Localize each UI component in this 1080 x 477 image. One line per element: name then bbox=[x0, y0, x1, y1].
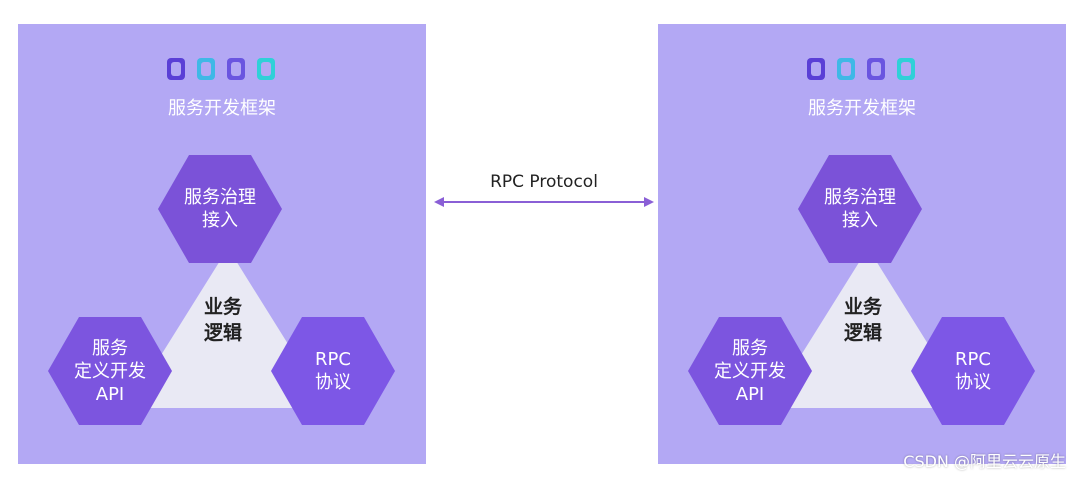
hex-service-api-line-1: 服务 bbox=[732, 337, 768, 359]
rpc-protocol-connector: RPC Protocol bbox=[434, 170, 654, 220]
business-logic-line-2: 逻辑 bbox=[203, 322, 242, 344]
framework-subtitle: 服务开发框架 bbox=[808, 98, 916, 119]
business-logic-label: 业务 逻辑 bbox=[168, 294, 278, 346]
rpc-protocol-label: RPC Protocol bbox=[490, 172, 598, 192]
hex-rpc-protocol: RPC 协议 bbox=[911, 317, 1035, 425]
hex-governance: 服务治理 接入 bbox=[158, 155, 282, 263]
hex-governance-line-1: 服务治理 bbox=[824, 187, 896, 208]
hex-rpc-protocol-line-1: RPC bbox=[955, 349, 991, 370]
hex-service-api-line-1: 服务 bbox=[92, 337, 128, 359]
hex-governance: 服务治理 接入 bbox=[798, 155, 922, 263]
hex-service-api: 服务 定义开发 API bbox=[688, 317, 812, 425]
hex-service-api-line-3: API bbox=[95, 383, 125, 405]
hex-governance-line-2: 接入 bbox=[202, 210, 238, 231]
hex-governance-line-1: 服务治理 bbox=[184, 187, 256, 208]
hex-service-api: 服务 定义开发 API bbox=[48, 317, 172, 425]
hex-rpc-protocol-line-2: 协议 bbox=[955, 372, 991, 393]
hex-service-api-line-2: 定义开发 bbox=[74, 360, 146, 382]
hex-rpc-protocol: RPC 协议 bbox=[271, 317, 395, 425]
business-logic-line-1: 业务 bbox=[843, 296, 882, 318]
business-logic-line-1: 业务 bbox=[203, 296, 242, 318]
double-headed-arrow-icon bbox=[434, 197, 654, 207]
hex-rpc-protocol-line-1: RPC bbox=[315, 349, 351, 370]
service-panel-right: 服务开发框架 业务 逻辑 服务治理 接入 服务 定义开发 API RPC 协议 bbox=[658, 24, 1066, 464]
service-panel-left: 服务开发框架 业务 逻辑 服务治理 接入 服务 定义开发 API RPC 协议 bbox=[18, 24, 426, 464]
business-logic-line-2: 逻辑 bbox=[843, 322, 882, 344]
business-logic-label: 业务 逻辑 bbox=[808, 294, 918, 346]
hex-rpc-protocol-line-2: 协议 bbox=[315, 372, 351, 393]
hex-governance-line-2: 接入 bbox=[842, 210, 878, 231]
csdn-watermark: CSDN @阿里云云原生 bbox=[903, 452, 1066, 471]
hex-service-api-line-3: API bbox=[735, 383, 765, 405]
dubbo-logo-icon bbox=[167, 58, 275, 80]
framework-subtitle: 服务开发框架 bbox=[168, 98, 276, 119]
hex-service-api-line-2: 定义开发 bbox=[714, 360, 786, 382]
dubbo-logo-icon bbox=[807, 58, 915, 80]
